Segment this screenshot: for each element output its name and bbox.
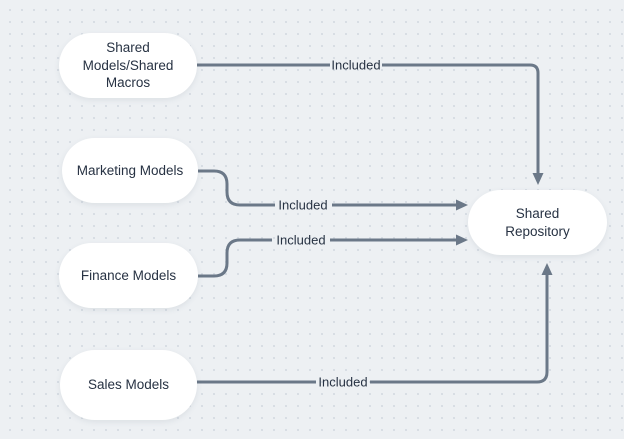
edge-label-sales: Included [318,374,368,390]
node-shared-repository: Shared Repository [468,190,607,255]
arrowhead-right-icon [456,234,468,246]
edge-marketing-to-repository [198,169,468,211]
node-sales-models: Sales Models [60,350,197,420]
edge-sales-to-repository [197,263,553,384]
edge-line [382,63,540,173]
edge-finance-to-repository [198,234,468,278]
node-marketing-models: Marketing Models [62,138,198,203]
edge-shared-models-to-repository [197,63,544,185]
node-shared-models: Shared Models/Shared Macros [59,33,197,98]
arrowhead-up-icon [541,263,553,275]
edge-label-marketing: Included [278,197,328,213]
edge-line [198,238,272,278]
edge-line [198,169,275,207]
edge-line [370,275,549,384]
arrowhead-right-icon [456,199,468,211]
edge-label-finance: Included [276,232,326,248]
edge-label-shared-models: Included [331,57,381,73]
arrowhead-down-icon [532,173,544,185]
node-finance-models: Finance Models [59,243,198,308]
